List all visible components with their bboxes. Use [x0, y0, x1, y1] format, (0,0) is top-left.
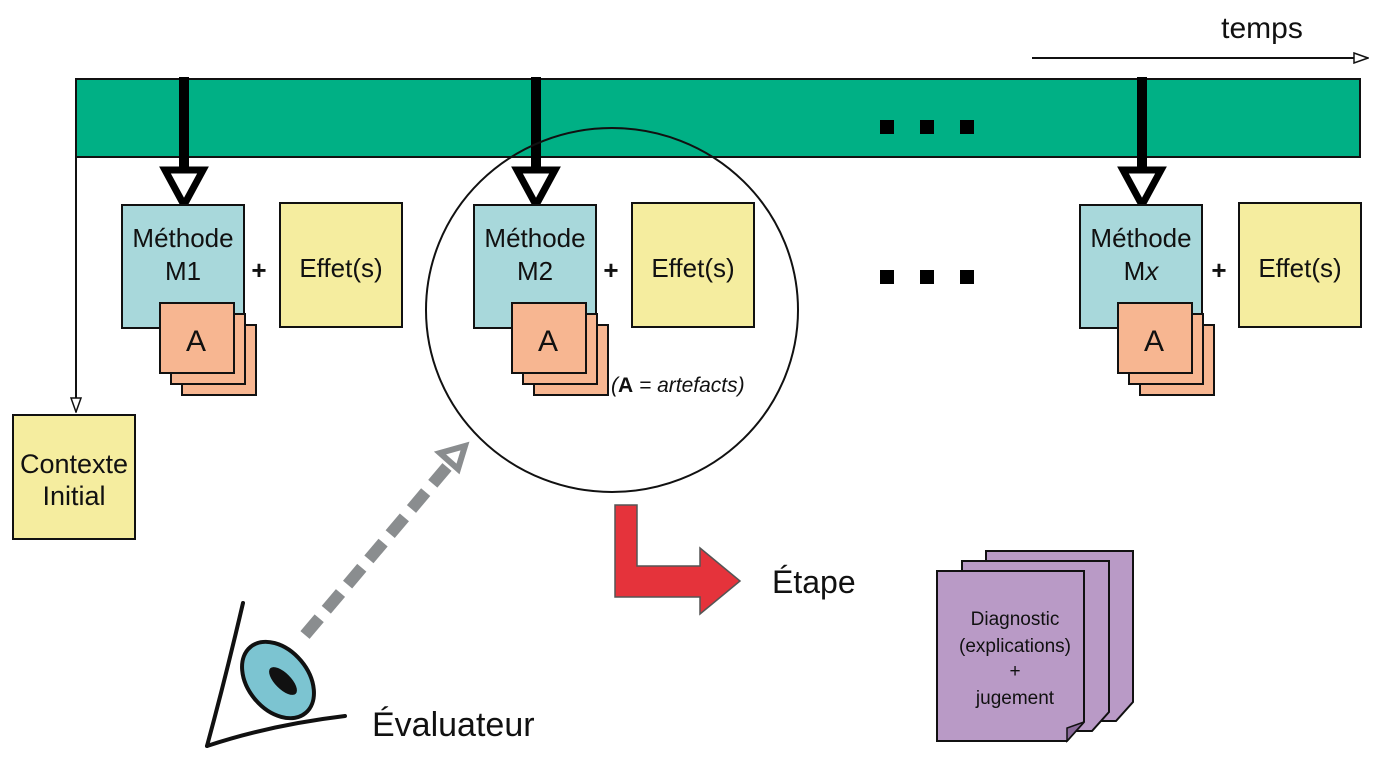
report-line2: (explications): [959, 636, 1071, 657]
evaluator-label: Évaluateur: [372, 706, 535, 744]
artifact-label: A: [538, 325, 558, 358]
step-arrow: [614, 504, 742, 616]
method-label-line2: M2: [517, 256, 553, 286]
context-label-line1: Contexte: [20, 449, 128, 479]
artifact-sheet-front: [159, 302, 235, 374]
method-arrow-1: [159, 77, 209, 213]
stage-highlight-circle: [425, 127, 799, 493]
effect-box: [279, 202, 403, 328]
stage-1: Méthode M1 A + Effet(s): [121, 202, 403, 396]
report-line1: Diagnostic: [971, 609, 1060, 630]
method-label-line1: Méthode: [1090, 223, 1191, 253]
gaze-arrow: [300, 441, 470, 639]
method-arrow-x: [1117, 77, 1167, 213]
method-label-line2: M1: [165, 256, 201, 286]
plus-sign: +: [1211, 255, 1226, 285]
report-line4: jugement: [975, 688, 1055, 709]
timeline-bar: [75, 78, 1361, 158]
stage-x: Méthode Mx A + Effet(s): [1079, 202, 1362, 396]
artifact-legend-letter: A: [618, 374, 633, 397]
artifact-label: A: [186, 325, 206, 358]
method-label-italic: x: [1143, 256, 1159, 286]
method-label-line2: Mx: [1124, 256, 1160, 286]
effect-label: Effet(s): [1258, 253, 1341, 283]
report-line3: +: [1009, 661, 1020, 682]
plus-sign: +: [603, 255, 618, 285]
artifact-legend: (A = artefacts): [611, 374, 745, 397]
stage-ellipsis-dots: [880, 270, 974, 284]
method-label-line1: Méthode: [132, 223, 233, 253]
report-stack: [936, 550, 1134, 743]
time-axis-label: temps: [1221, 12, 1303, 45]
plus-sign: +: [251, 255, 266, 285]
timeline-ellipsis-dots: [880, 120, 974, 134]
effect-label: Effet(s): [651, 253, 734, 283]
effect-box: [631, 202, 755, 328]
context-label-line2: Initial: [42, 481, 105, 511]
step-label: Étape: [772, 564, 856, 600]
artifact-label: A: [1144, 325, 1164, 358]
artifact-legend-rest: = artefacts): [633, 374, 744, 397]
evaluator-eye-icon: [205, 601, 347, 748]
stage-2: Méthode M2 A + Effet(s): [473, 202, 755, 396]
method-label-prefix: M: [1124, 256, 1146, 286]
effect-box: [1238, 202, 1362, 328]
context-box: [12, 414, 136, 540]
effect-label: Effet(s): [299, 253, 382, 283]
artifact-sheet-front: [511, 302, 587, 374]
method-label-line1: Méthode: [484, 223, 585, 253]
method-arrow-2: [511, 77, 561, 213]
artifact-legend-open: (: [611, 374, 620, 397]
artifact-sheet-front: [1117, 302, 1193, 374]
